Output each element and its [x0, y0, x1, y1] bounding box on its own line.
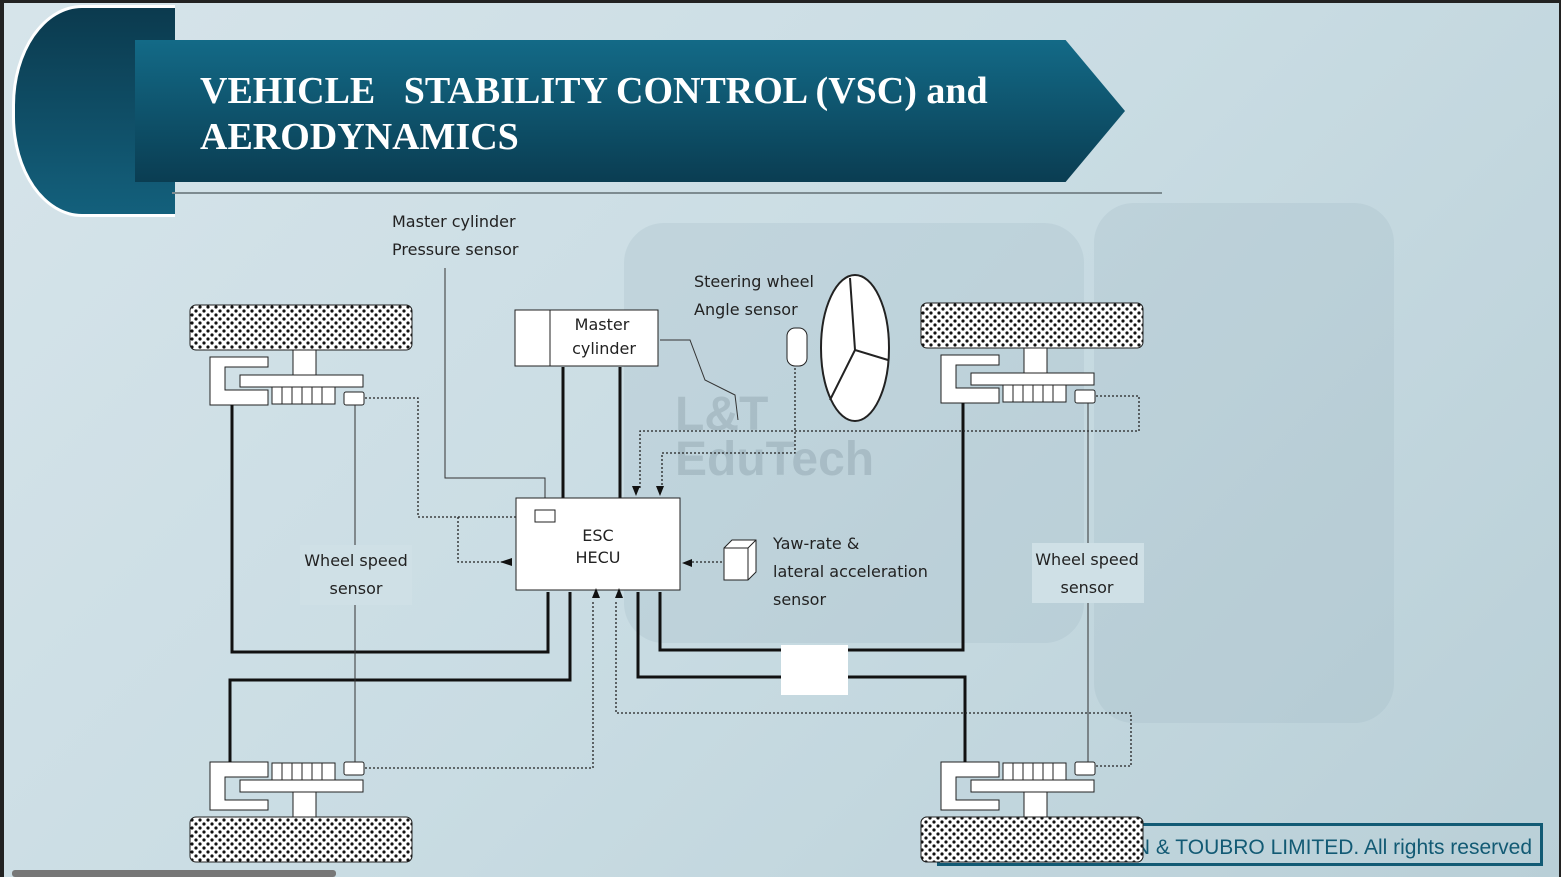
wheel-speed-label-left: Wheel speed — [304, 551, 408, 570]
yaw-sensor-label: lateral acceleration — [773, 562, 928, 581]
pressure-sensor-label: Master cylinder — [392, 212, 516, 231]
pressure-sensor-label: Pressure sensor — [392, 240, 519, 259]
yaw-rate-sensor — [723, 539, 757, 581]
copyright-footer: EN & TOUBRO LIMITED. All rights reserved — [937, 823, 1543, 866]
title-divider — [172, 192, 1162, 194]
slide-title: VEHICLE STABILITY CONTROL (VSC) and AERO… — [200, 70, 988, 158]
wheel-front-right — [920, 302, 1144, 404]
ecu-label: ESC — [582, 526, 613, 545]
title-banner — [135, 40, 1125, 182]
steering-sensor-label: Steering wheel — [694, 272, 814, 291]
wheel-speed-label-right: sensor — [1060, 578, 1113, 597]
yaw-sensor-label: sensor — [773, 590, 826, 609]
master-cylinder-label: cylinder — [572, 339, 636, 358]
wheel-speed-label-right: Wheel speed — [1035, 550, 1139, 569]
watermark: L&T — [675, 388, 768, 441]
wheel-front-left — [189, 304, 413, 406]
horizontal-scrollbar[interactable] — [12, 870, 336, 877]
steering-sensor-label: Angle sensor — [694, 300, 798, 319]
master-cylinder-label: Master — [575, 315, 630, 334]
sensor-lines — [365, 368, 1140, 769]
background-car-shape — [1094, 203, 1394, 723]
yaw-sensor-label: Yaw-rate & — [772, 534, 859, 553]
wheel-rear-left — [189, 761, 413, 863]
watermark: EduTech — [675, 433, 874, 486]
wheel-speed-label-left: sensor — [329, 579, 382, 598]
ecu-label: HECU — [575, 548, 620, 567]
master-cylinder — [514, 309, 659, 367]
